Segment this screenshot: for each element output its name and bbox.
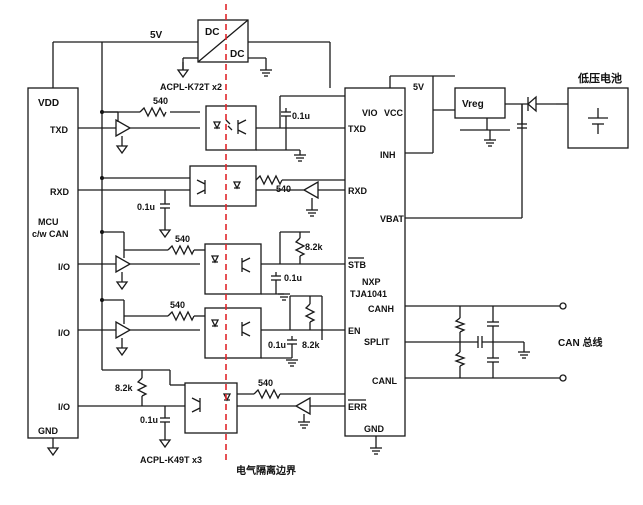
ic-name-line1: NXP	[362, 277, 381, 287]
ic-en-label: EN	[348, 326, 361, 336]
row1-ground-icon	[293, 154, 307, 162]
rxd-buffer	[302, 180, 319, 200]
r540-label-row4: 540	[170, 300, 185, 310]
part-label-k72: ACPL-K72T x2	[160, 82, 222, 92]
ic-vbat-label: VBAT	[380, 214, 404, 224]
ic-vio-label: VIO	[362, 108, 378, 118]
err-buffer-ground-icon	[297, 421, 311, 429]
vreg-label: Vreg	[462, 99, 484, 110]
dcdc-out-label: DC	[230, 49, 244, 60]
mcu-ground-icon	[47, 447, 59, 456]
optocoupler-row5	[184, 382, 238, 434]
row5-ground-icon	[159, 439, 171, 448]
mcu-txd-label: TXD	[50, 125, 69, 135]
optocoupler-row3	[204, 243, 262, 295]
canh-terminal	[559, 302, 567, 310]
resistor-8k2-row3	[294, 237, 306, 257]
cap-01u-row5: 0.1u	[140, 415, 158, 425]
optocoupler-row4	[204, 307, 262, 359]
resistor-540-row1	[139, 106, 167, 118]
split-ground-icon	[517, 351, 531, 359]
resistor-8k2-row5	[136, 377, 148, 397]
ic-name-line2: TJA1041	[350, 289, 387, 299]
io2-buffer	[115, 320, 132, 340]
resistor-540-row2	[255, 174, 283, 186]
can-transceiver-ic	[344, 87, 406, 437]
resistor-540-row3	[167, 244, 195, 256]
ic-txd-label: TXD	[348, 124, 367, 134]
ic-canh-label: CANH	[368, 304, 394, 314]
ic-rxd-label: RXD	[348, 186, 368, 196]
supply-5v-top: 5V	[150, 30, 163, 41]
io2-buffer-ground-icon	[116, 347, 128, 356]
rxd-buffer-ground-icon	[305, 209, 319, 217]
mcu-io3-label: I/O	[58, 402, 70, 412]
battery-label: 低压电池	[577, 71, 622, 85]
supply-5v-right: 5V	[413, 82, 424, 92]
can-bus-label: CAN 总线	[558, 336, 602, 349]
r540-label-row1: 540	[153, 96, 168, 106]
mcu-block	[27, 87, 79, 439]
r8k2-label-row3: 8.2k	[305, 242, 324, 252]
optocoupler-row2	[189, 165, 257, 207]
mcu-io1-label: I/O	[58, 262, 70, 272]
cap-01u-row2: 0.1u	[137, 202, 155, 212]
dcdc-output-ground-icon	[259, 69, 273, 77]
dcdc-in-label: DC	[205, 27, 219, 38]
mcu-vdd-label: VDD	[38, 98, 59, 109]
mcu-rxd-label: RXD	[50, 187, 70, 197]
txd-buffer-ground-icon	[116, 145, 128, 154]
ic-canl-label: CANL	[372, 376, 397, 386]
ic-stb-label: STB	[348, 260, 367, 270]
dcdc-input-ground-icon	[177, 69, 189, 78]
vreg-block	[454, 87, 506, 119]
io1-buffer-ground-icon	[116, 281, 128, 290]
canl-terminal	[559, 374, 567, 382]
cap-01u-row4: 0.1u	[268, 340, 286, 350]
mcu-gnd-label: GND	[38, 426, 59, 436]
row3-ground-icon	[277, 293, 291, 301]
mcu-name-line2: c/w CAN	[32, 229, 69, 239]
resistor-540-row4	[167, 310, 195, 322]
ic-gnd-label: GND	[364, 424, 385, 434]
cap-01u-row1: 0.1u	[292, 111, 310, 121]
ic-split-label: SPLIT	[364, 337, 390, 347]
io1-buffer	[115, 254, 132, 274]
ic-vcc-label: VCC	[384, 108, 404, 118]
mcu-name-line1: MCU	[38, 217, 59, 227]
vreg-ground-icon	[483, 139, 497, 147]
cap-01u-row3: 0.1u	[284, 273, 302, 283]
row4-ground-icon	[285, 359, 299, 367]
optocoupler-row1	[205, 105, 257, 151]
ic-inh-label: INH	[380, 150, 396, 160]
resistor-8k2-row4	[304, 303, 316, 323]
r8k2-label-row4: 8.2k	[302, 340, 321, 350]
r8k2-label-row5: 8.2k	[115, 383, 134, 393]
ic-ground-icon	[369, 447, 383, 455]
err-buffer	[294, 396, 311, 416]
isolation-label: 电气隔离边界	[236, 464, 296, 477]
resistor-540-row5	[253, 388, 281, 400]
reverse-protection-diode	[527, 95, 537, 113]
r540-label-row2: 540	[276, 184, 291, 194]
part-label-k49: ACPL-K49T x3	[140, 455, 202, 465]
row2-ground-icon	[159, 229, 171, 238]
ic-err-label: ERR	[348, 402, 368, 412]
mcu-io2-label: I/O	[58, 328, 70, 338]
r540-label-row5: 540	[258, 378, 273, 388]
r540-label-row3: 540	[175, 234, 190, 244]
txd-buffer-mcu	[115, 118, 132, 138]
